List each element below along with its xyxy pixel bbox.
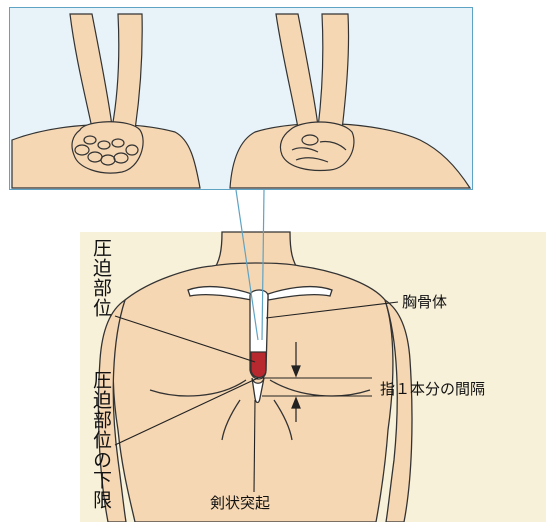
torso-drawing (98, 232, 412, 522)
compression-lower-limit-label: 圧迫部位の下限 (90, 370, 112, 510)
one-finger-gap-label: 指１本分の間隔 (380, 378, 485, 399)
left-hands-drawing (12, 14, 200, 188)
compression-site-label: 圧迫部位 (90, 238, 112, 318)
right-hands-drawing (230, 14, 470, 188)
xiphoid-process-label: 剣状突起 (210, 492, 270, 513)
sternum-body-label: 胸骨体 (402, 291, 447, 312)
